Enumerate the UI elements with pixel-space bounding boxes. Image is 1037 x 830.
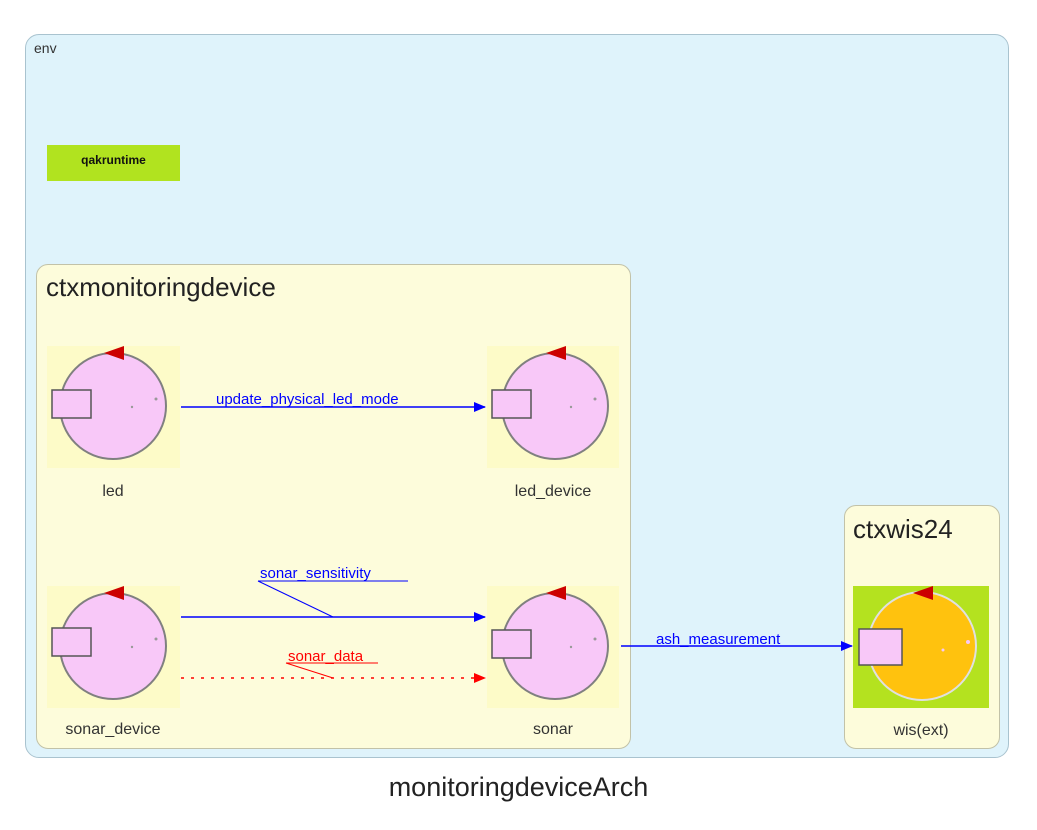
actor-label-sonar: sonar — [532, 721, 574, 738]
actor-label-led-device: led_device — [514, 483, 592, 500]
message-label-sonar-data: sonar_data — [288, 648, 364, 665]
actor-label-wis-ext: wis(ext) — [893, 722, 949, 739]
message-label-ash-measurement: ash_measurement — [656, 631, 781, 648]
message-label-update-physical-led-mode: update_physical_led_mode — [216, 391, 399, 408]
actor-icon-wis-ext — [853, 586, 989, 708]
context-title-ctxmonitoringdevice: ctxmonitoringdevice — [46, 272, 276, 302]
diagram-title: monitoringdeviceArch — [388, 772, 649, 802]
actor-label-led: led — [102, 483, 124, 500]
message-label-sonar-sensitivity: sonar_sensitivity — [260, 565, 371, 582]
actor-icon-sonar — [487, 586, 619, 708]
label-leader-sonar-data — [285, 662, 334, 679]
context-title-ctxwis24: ctxwis24 — [853, 514, 953, 544]
actor-icon-led-device — [487, 346, 619, 468]
label-leader-sonar-sensitivity — [257, 580, 334, 618]
actor-icon-sonar-device — [47, 586, 180, 708]
actor-icon-led — [47, 346, 180, 468]
qakruntime-box: qakruntime — [47, 145, 180, 181]
env-label: env — [34, 40, 57, 56]
actor-label-sonar-device: sonar_device — [65, 721, 161, 738]
